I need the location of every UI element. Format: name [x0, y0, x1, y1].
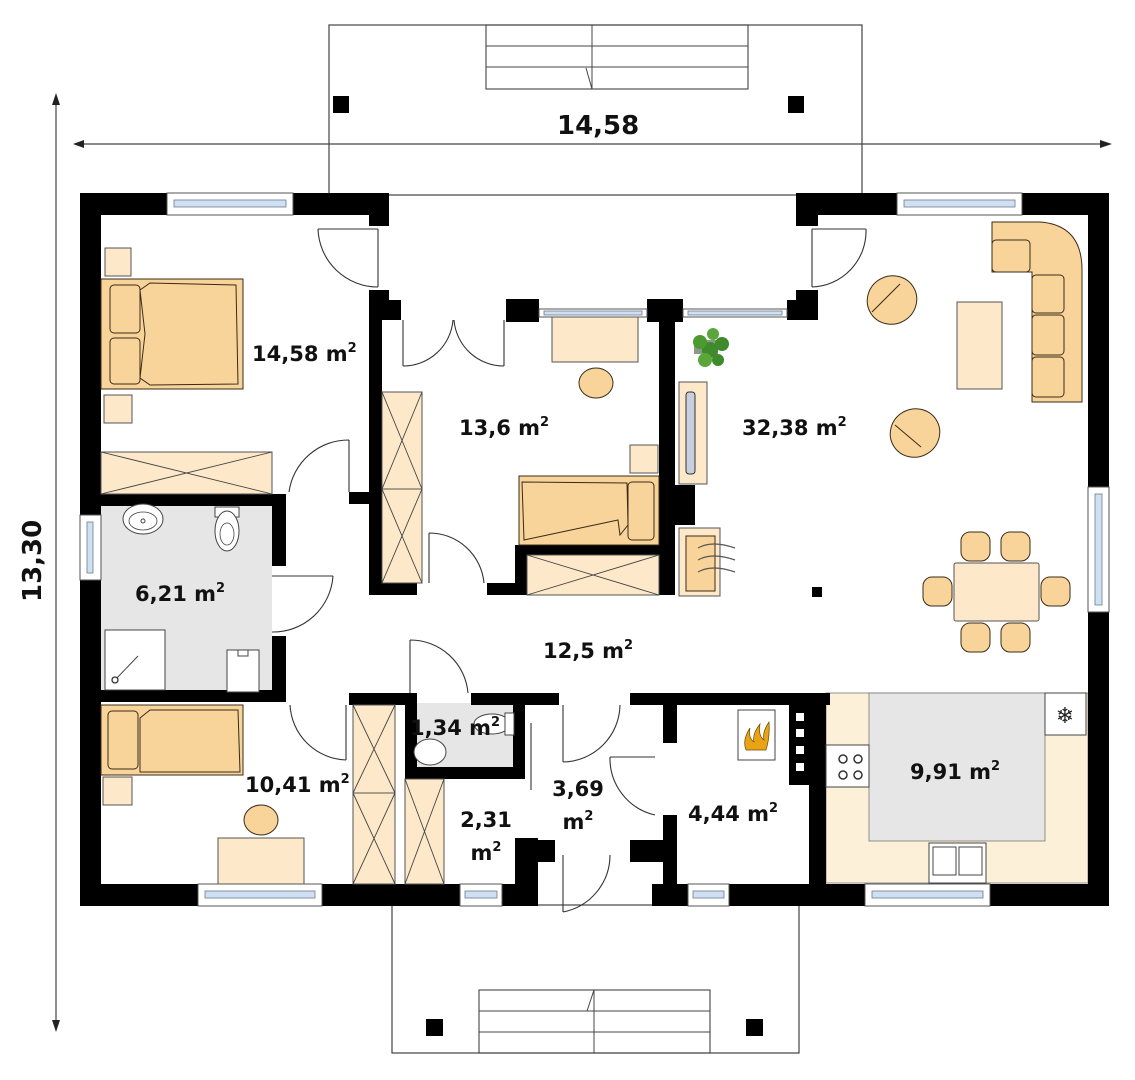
- stairs-bottom: [478, 989, 711, 1054]
- door: [562, 704, 621, 763]
- stairs-top: [485, 24, 749, 90]
- washing-machine: [226, 649, 260, 693]
- plant: [693, 328, 729, 367]
- door: [317, 228, 379, 288]
- window: [1087, 486, 1110, 613]
- living-room-furniture: [678, 221, 1083, 653]
- window: [197, 883, 323, 907]
- window: [459, 883, 503, 907]
- room-area-wc: 1,34 m2: [410, 715, 501, 740]
- room-area-bathroom: 6,21 m2: [135, 581, 226, 606]
- room-area-boiler-room: 4,44 m2: [688, 801, 779, 826]
- fridge: ❄: [1044, 692, 1087, 736]
- corner-sofa: [991, 221, 1083, 403]
- chair: [578, 367, 614, 399]
- sink: [413, 738, 447, 766]
- desk: [551, 316, 639, 363]
- dimension-height: [52, 93, 60, 1032]
- kitchen-sink: [928, 842, 987, 884]
- door: [428, 532, 485, 584]
- bedroom-1-furniture: [100, 247, 273, 495]
- bedroom-3-furniture: [100, 704, 396, 885]
- window: [682, 308, 788, 318]
- svg-text:❄: ❄: [1056, 704, 1074, 729]
- walls: [80, 193, 1109, 906]
- tv-cabinet: [678, 381, 708, 485]
- window: [896, 192, 1023, 216]
- coffee-table: [956, 301, 1003, 390]
- wardrobe: [100, 451, 273, 495]
- nightstand: [102, 776, 133, 806]
- windows: [79, 192, 1110, 907]
- kitchen-fixtures: ❄: [825, 692, 1087, 884]
- toilet: [473, 712, 515, 736]
- toilet: [214, 506, 240, 552]
- window: [538, 308, 648, 318]
- single-bed: [100, 704, 244, 776]
- door: [811, 228, 867, 288]
- bedroom-2-furniture: [381, 316, 660, 596]
- wardrobe: [352, 704, 396, 885]
- room-area-bedroom-3: 10,41 m2: [245, 772, 350, 797]
- doors: [271, 228, 867, 913]
- closet-shelf: [404, 778, 445, 885]
- stove: [825, 744, 870, 788]
- desk: [217, 837, 305, 885]
- fireplace: [678, 527, 736, 597]
- door: [609, 756, 656, 816]
- shelf: [526, 554, 660, 596]
- bathroom-fixtures: [104, 503, 260, 693]
- window: [166, 192, 294, 216]
- room-area-bedroom-1: 14,58 m2: [252, 341, 357, 366]
- chair: [243, 804, 279, 836]
- armchair: [889, 408, 941, 458]
- room-area-kitchen: 9,91 m2: [910, 759, 1001, 784]
- door: [288, 439, 350, 493]
- room-area-hall: 12,5 m2: [543, 638, 634, 663]
- armchair: [866, 275, 918, 325]
- nightstand: [104, 247, 132, 277]
- door: [409, 639, 469, 694]
- sink: [122, 503, 164, 535]
- room-area-living-room: 32,38 m2: [742, 415, 847, 440]
- nightstand: [629, 444, 659, 474]
- door: [289, 704, 347, 761]
- pillar: [426, 1019, 443, 1036]
- double-door: [402, 319, 505, 367]
- terrace-top: [328, 24, 863, 196]
- window: [864, 883, 991, 907]
- width-dimension-label: 14,58: [557, 111, 640, 141]
- pillar: [788, 96, 804, 113]
- terrace-bottom: [391, 904, 800, 1054]
- height-dimension-label: 13,30: [18, 519, 48, 602]
- pillar: [746, 1019, 763, 1036]
- window: [687, 883, 730, 907]
- pillar: [333, 96, 349, 113]
- dimension-width: [73, 140, 1112, 148]
- wardrobe: [381, 391, 423, 584]
- door: [562, 854, 611, 913]
- dining-set: [922, 531, 1071, 653]
- boiler: [737, 709, 776, 761]
- window: [79, 514, 102, 581]
- shower: [104, 629, 166, 691]
- door: [271, 575, 334, 633]
- single-bed: [518, 475, 660, 546]
- nightstand: [103, 394, 133, 424]
- wc-fixtures: [404, 712, 515, 885]
- room-area-bedroom-2: 13,6 m2: [459, 415, 550, 440]
